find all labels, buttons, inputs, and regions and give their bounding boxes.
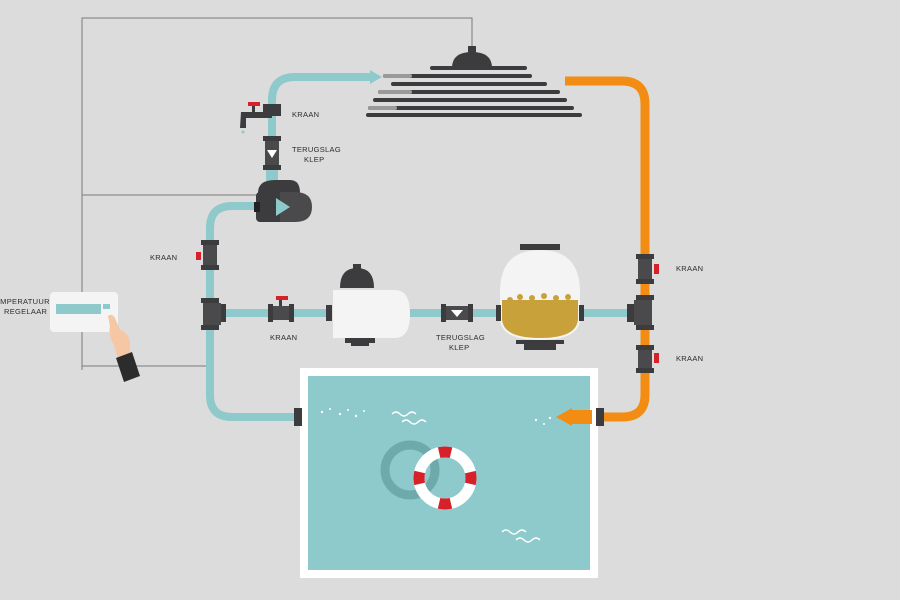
valve-right-top [636,254,659,284]
tee-fitting-right [627,295,654,330]
solar-collector-icon [366,46,582,117]
cold-water-pipes [206,73,640,421]
label-terugslag-mid-1: TERUGSLAG [436,333,485,342]
valve-right-bottom [636,345,659,373]
label-kraan-right-top: KRAAN [676,264,703,273]
valve-left [196,240,219,270]
label-kraan-tap: KRAAN [292,110,319,119]
labels: KRAAN TERUGSLAG KLEP KRAAN TEMPERATUUR R… [0,110,703,363]
pump-icon [254,180,312,222]
flow-arrow-icon [556,408,572,426]
label-kraan-bottom: KRAAN [270,333,297,342]
label-kraan-left: KRAAN [150,253,177,262]
label-terugslag-mid-2: KLEP [449,343,469,352]
label-terugslag-top-1: TERUGSLAG [292,145,341,154]
tee-fitting-left [201,298,226,330]
hand-icon [108,314,140,382]
label-terugslag-top-2: KLEP [304,155,324,164]
label-temp-2: REGELAAR [4,307,48,316]
thermostat-icon [50,292,118,332]
label-kraan-right-bottom: KRAAN [676,354,703,363]
lifebuoy-icon [413,446,477,510]
tap-icon [240,102,281,134]
pool [294,368,604,578]
valve-bottom [268,296,294,322]
control-wire [81,17,473,370]
flow-arrow-icon [370,70,382,84]
heat-exchanger-icon [326,264,410,346]
hot-water-pipe [565,76,650,422]
label-temp-1: TEMPERATUUR [0,297,50,306]
sand-filter-icon [496,244,584,350]
check-valve-icon [263,136,281,182]
check-valve-mid [441,304,473,322]
